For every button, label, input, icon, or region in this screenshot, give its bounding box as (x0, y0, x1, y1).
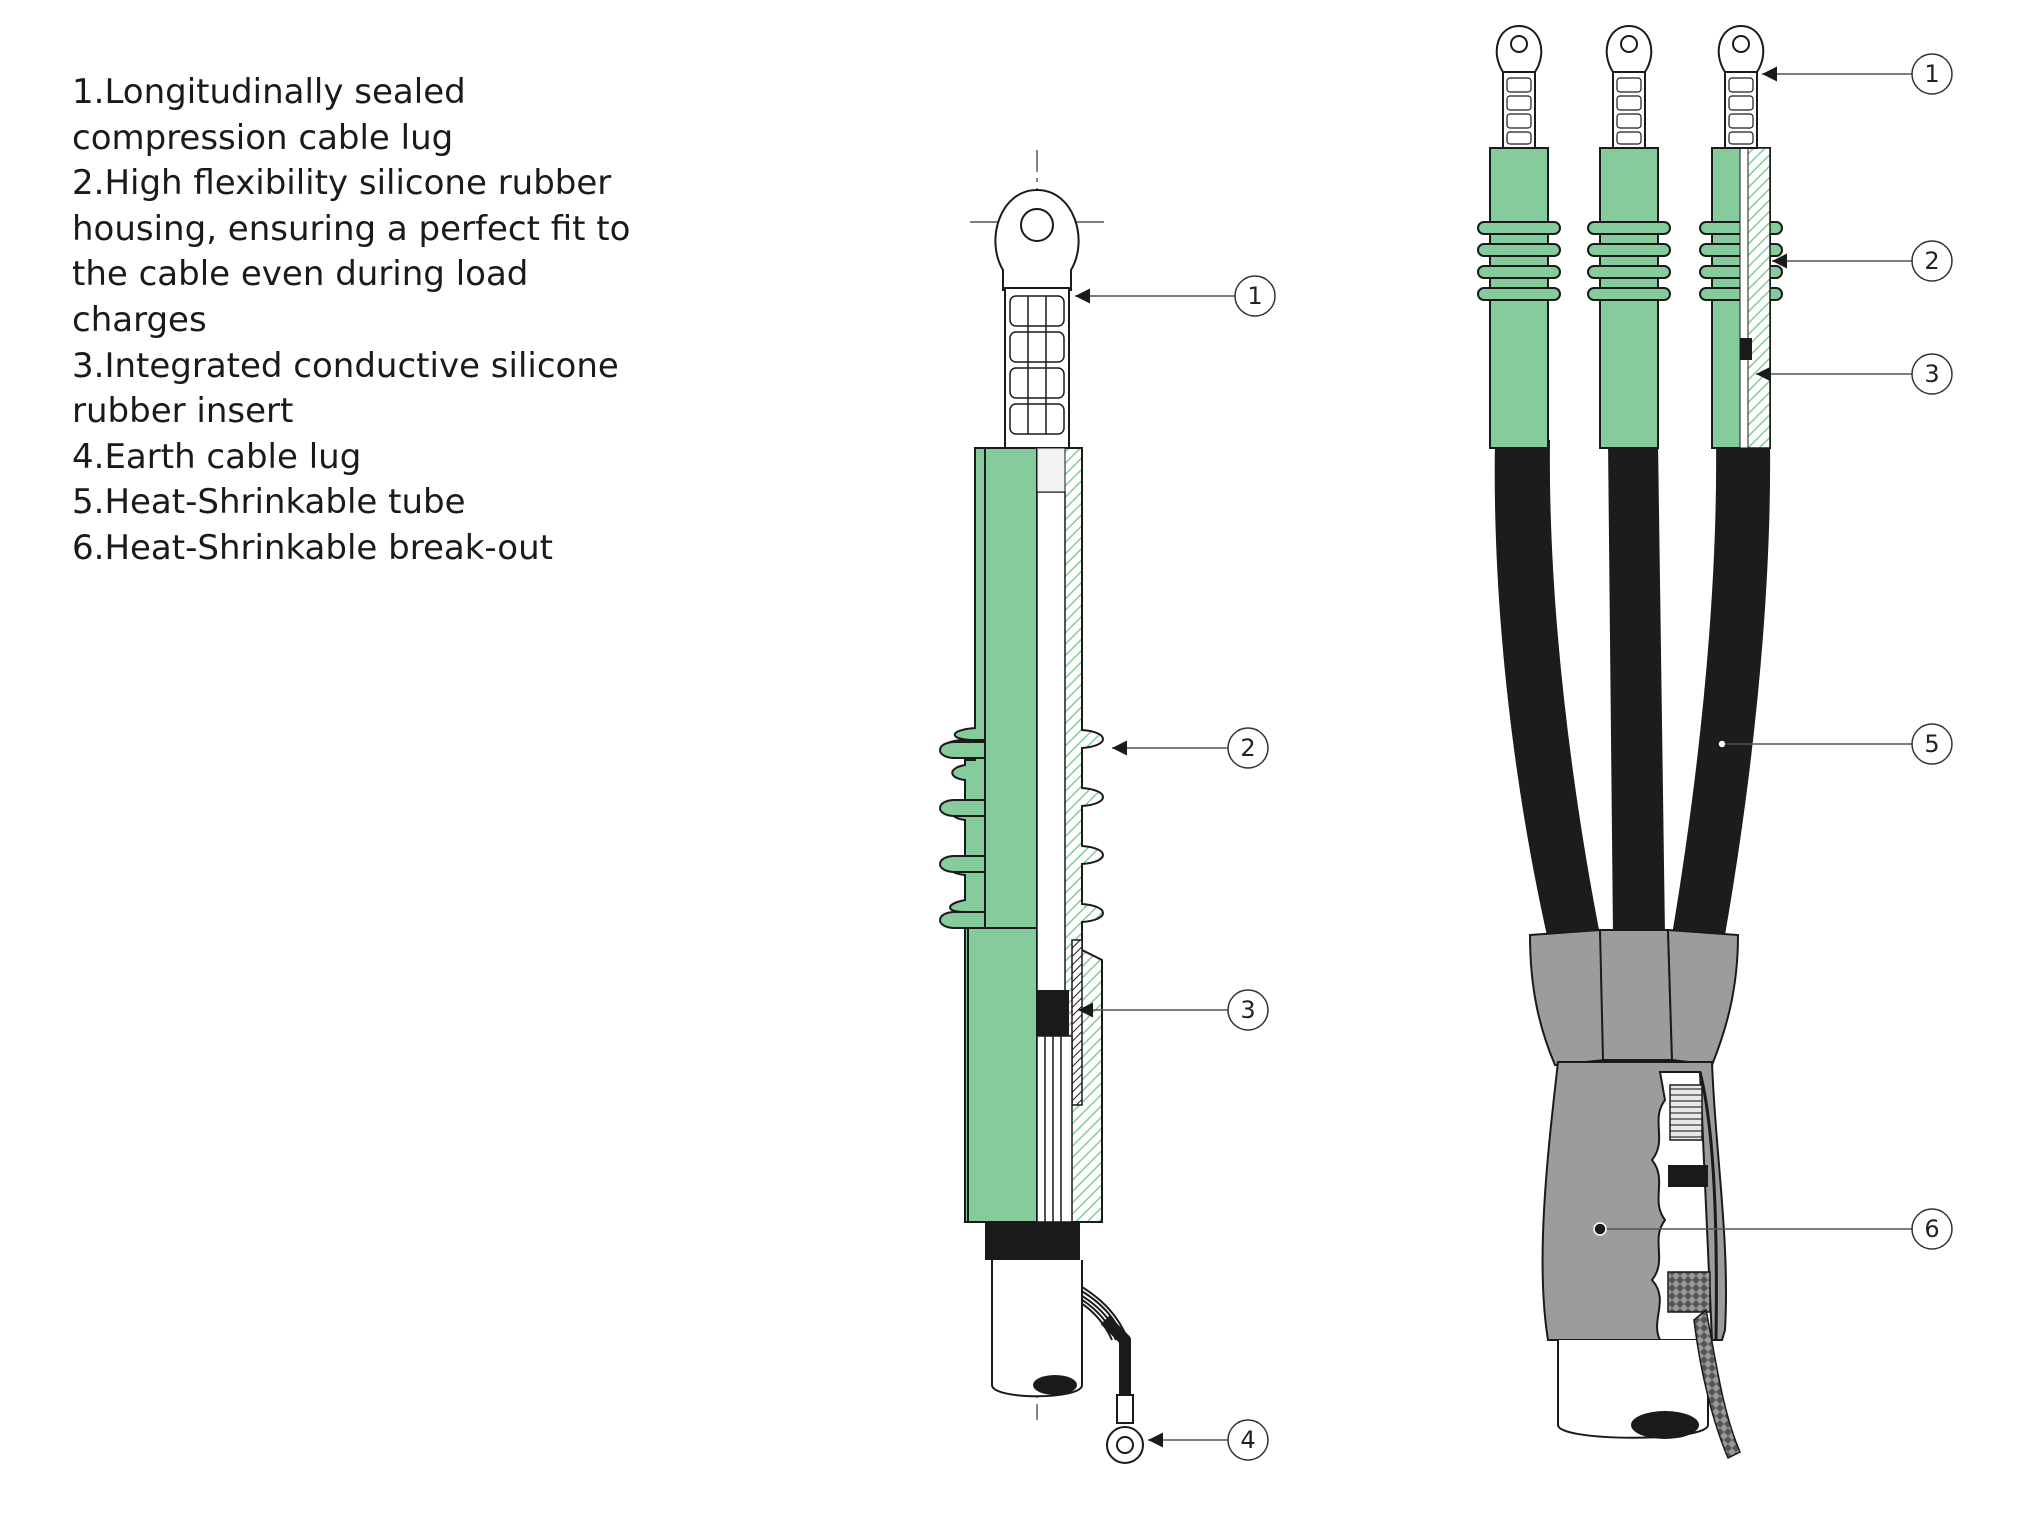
legend-item-5: 5.Heat-Shrinkable tube (72, 482, 466, 523)
sheds-housing-middle (1587, 221, 1671, 301)
three-core-termination: 1 2 3 5 6 (1477, 24, 1953, 1460)
legend-item-1: 1.Longitudinally sealed compression cabl… (72, 72, 466, 158)
legend-item-6: 6.Heat-Shrinkable break-out (72, 527, 553, 568)
callouts-single: 1 2 3 4 (1075, 275, 1276, 1461)
callout-t3-label: 3 (1924, 360, 1939, 388)
heat-shrink-tube-left (1494, 440, 1600, 940)
callout-t1-label: 1 (1924, 60, 1939, 88)
callout-1-label: 1 (1247, 282, 1262, 310)
callout-3-circle (1227, 989, 1269, 1031)
conductive-insert (1037, 990, 1069, 1036)
single-core-termination: 1 2 3 4 (939, 150, 1276, 1464)
sheds-housing-left (1477, 221, 1561, 301)
callout-t2-label: 2 (1924, 247, 1939, 275)
callouts-triple: 1 2 3 5 6 (1593, 53, 1953, 1250)
callout-3-label: 3 (1240, 996, 1255, 1024)
heat-shrink-tube-middle (1608, 440, 1665, 935)
screen-tape (985, 1222, 1080, 1260)
callout-4-label: 4 (1240, 1426, 1255, 1454)
lug-middle-icon (1605, 24, 1653, 149)
callout-2-label: 2 (1240, 734, 1255, 762)
heat-shrink-tube-right (1672, 440, 1771, 935)
lug-left-icon (1495, 24, 1543, 149)
callout-4-circle (1227, 1419, 1269, 1461)
legend-list: 1.Longitudinally sealed compression cabl… (72, 70, 632, 572)
legend-item-4: 4.Earth cable lug (72, 436, 362, 477)
callout-t1-circle (1911, 53, 1953, 95)
cable-lug-icon (994, 188, 1080, 449)
cable-lugs-three (1495, 24, 1765, 149)
lug-right-icon (1717, 24, 1765, 149)
callout-t3-circle (1911, 353, 1953, 395)
callout-t5-label: 5 (1924, 730, 1939, 758)
callout-2-circle (1227, 727, 1269, 769)
cable-bore (1036, 491, 1066, 993)
callout-1-circle (1234, 275, 1276, 317)
earth-lug-icon (1106, 1394, 1144, 1464)
legend-item-3: 3.Integrated conductive silicone rubber … (72, 345, 619, 432)
earth-braid (1693, 1308, 1741, 1460)
callout-t2-circle (1911, 240, 1953, 282)
legend-item-2: 2.High flexibility silicone rubber housi… (72, 163, 631, 340)
callout-t6-circle (1911, 1208, 1953, 1250)
callout-t5-circle (1911, 723, 1953, 765)
callout-t6-label: 6 (1924, 1215, 1939, 1243)
heat-shrink-breakout (1528, 928, 1740, 1341)
